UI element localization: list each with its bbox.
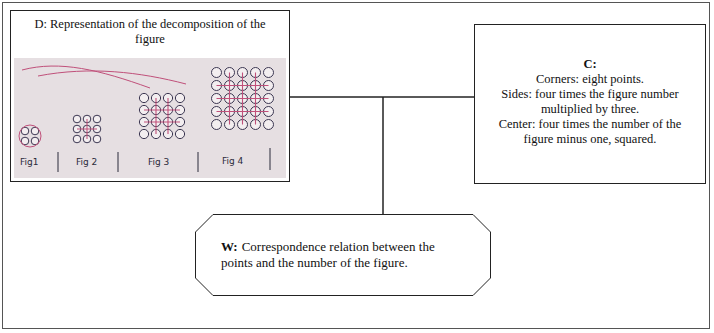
evidence-box: D: Representation of the decomposition o… [10, 10, 290, 182]
figure-label: Fig 2 [76, 157, 97, 167]
figure-label: Fig 3 [148, 157, 169, 167]
connector-line [383, 97, 474, 214]
figure-label: Fig1 [20, 157, 38, 167]
claim-line: Sides: four times the figure number mult… [483, 87, 697, 117]
box-heading: C: [483, 57, 697, 72]
box-heading: D: Representation of the decomposition o… [30, 17, 270, 47]
claim-line: Center: four times the number of the fig… [483, 117, 697, 147]
box-heading: W: [221, 239, 238, 254]
connector-line [290, 97, 383, 214]
claim-line: Corners: eight points. [483, 72, 697, 87]
warrant-octagon: W:Correspondence relation between the po… [195, 214, 491, 296]
claim-box: C:Corners: eight points.Sides: four time… [474, 24, 706, 184]
figure-label: Fig 4 [222, 156, 243, 166]
warrant-text: Correspondence relation between the poin… [221, 239, 435, 270]
